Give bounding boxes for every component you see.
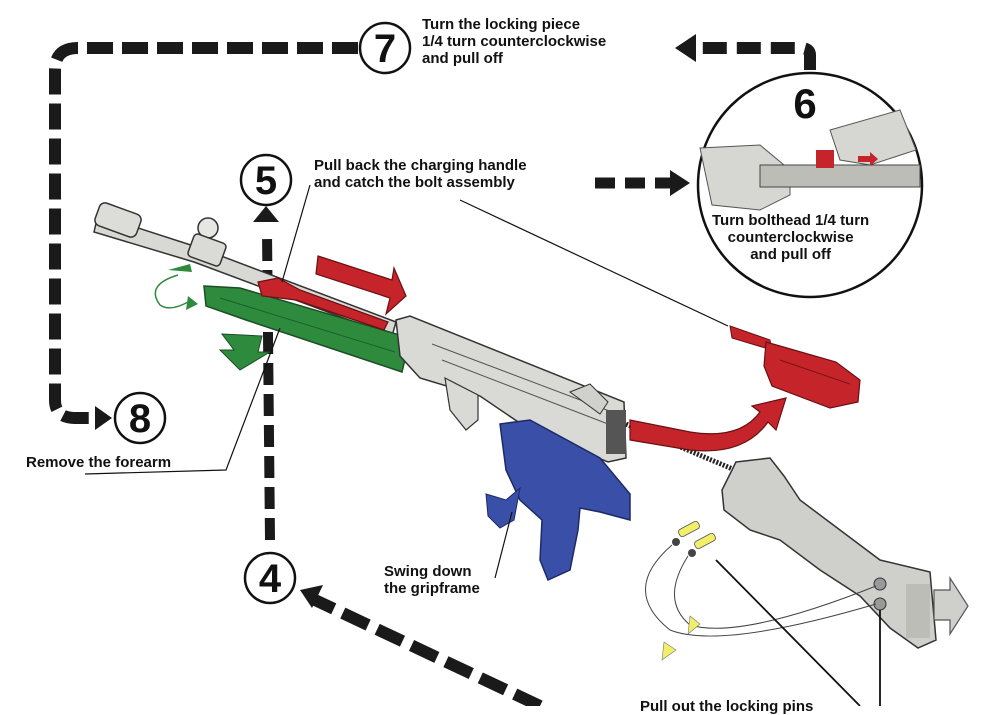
dashed-path-6-to-7 [700,42,816,70]
step-4-number: 4 [259,557,282,601]
arrow-into-4-icon [300,585,323,608]
step-7-badge: 7 [358,21,412,75]
forearm [154,264,411,373]
leader-line-4 [494,511,513,579]
step-4-badge: 4 [243,551,297,605]
arrow-into-8-icon [95,406,112,430]
step-8-label: Remove the forearm [26,454,172,471]
cut-off-caption: Pull out the locking pins [640,698,814,715]
step-6-label: Turn bolthead 1/4 turn counterclockwise … [712,212,870,263]
leader-line-bolt [459,199,729,327]
step-6-inset [696,71,924,299]
step-7-number: 7 [374,27,396,71]
pull-back-arrow-icon [315,255,407,316]
leader-line-pins [715,559,861,707]
stock [721,457,969,649]
dashed-path-to-4 [312,594,543,712]
receiver [395,315,627,463]
dashed-path-7-to-8 [49,42,358,424]
step-4-label: Swing down the gripframe [384,563,480,597]
bolt-assembly [729,325,861,409]
stock-removal-arrow-icon [933,575,969,637]
step-8-badge: 8 [113,391,167,445]
step-7-label: Turn the locking piece 1/4 turn counterc… [422,16,607,67]
step-8-number: 8 [129,397,151,441]
step-5-badge: 5 [239,153,293,207]
gripframe [485,419,631,582]
charging-handle [257,277,389,331]
arrow-into-5-icon [253,206,279,222]
bolt-removal-arrow-icon [629,397,787,452]
arrow-into-7-icon [675,34,696,62]
arrow-into-6-icon [670,170,690,196]
step-5-number: 5 [255,159,277,203]
locking-pins [645,520,877,661]
step-5-label: Pull back the charging handle and catch … [314,157,527,191]
step-6-number: 6 [793,80,816,127]
leader-line-5 [281,184,311,283]
recoil-spring [625,421,736,473]
leader-line-8 [84,327,281,475]
